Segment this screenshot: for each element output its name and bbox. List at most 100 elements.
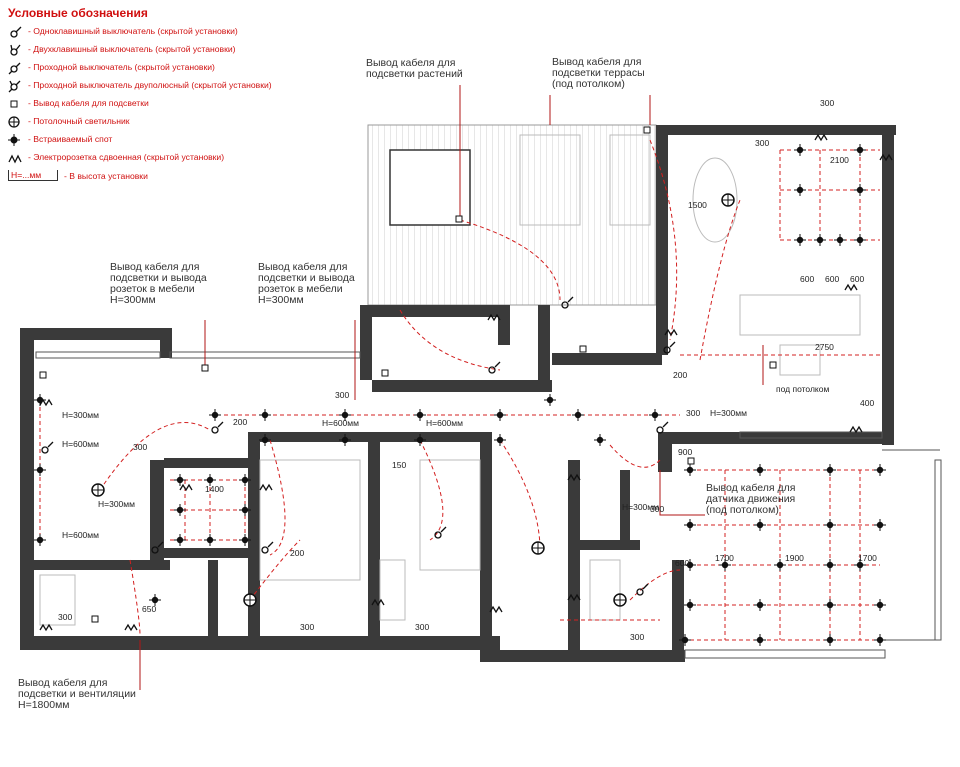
- spot-light-icon: [8, 134, 28, 146]
- legend-item-text: - Проходной выключатель двуполюсный (скр…: [28, 80, 272, 90]
- spot-light-icon: [874, 599, 886, 611]
- legend-item-text: - Одноклавишный выключатель (скрытой уст…: [28, 26, 238, 36]
- double-socket-icon: [371, 598, 385, 607]
- spot-light-icon: [824, 599, 836, 611]
- spot-light-icon: [149, 594, 161, 606]
- ceiling-light-icon: [613, 593, 627, 607]
- spot-light-icon: [34, 464, 46, 476]
- dim-label: 200: [233, 417, 247, 427]
- spot-light-icon: [719, 559, 731, 571]
- dim-label: 300: [630, 632, 644, 642]
- spot-light-icon: [572, 409, 584, 421]
- dim-label: 600: [825, 274, 839, 284]
- spot-light-icon: [874, 634, 886, 646]
- ceiling-light-icon: [243, 593, 257, 607]
- note-line: подсветки и вывода: [110, 272, 207, 284]
- legend-item: - Проходной выключатель двуполюсный (скр…: [8, 80, 278, 93]
- legend-items: - Одноклавишный выключатель (скрытой уст…: [8, 26, 278, 164]
- cable-outlet-icon: [769, 361, 777, 369]
- note-line: Вывод кабеля для: [706, 482, 796, 494]
- note-line: розеток в мебели: [258, 283, 343, 295]
- spot-light-icon: [794, 144, 806, 156]
- note-furniture-left: Вывод кабеля для подсветки и вывода розе…: [110, 262, 207, 306]
- double-socket-icon: [39, 623, 53, 632]
- spot-lights: [34, 144, 886, 646]
- spot-light-icon: [494, 434, 506, 446]
- note-line: Вывод кабеля для: [18, 677, 108, 689]
- spot-light-icon: [794, 234, 806, 246]
- single-switch-icon: [8, 26, 28, 38]
- leader-lines: [139, 85, 764, 690]
- height-tag: H=300мм: [622, 502, 659, 512]
- legend-title: Условные обозначения: [8, 6, 148, 20]
- spot-light-icon: [684, 599, 696, 611]
- pass-switch-icon: [8, 62, 28, 75]
- legend-item-text: - Встраиваемый спот: [28, 134, 113, 144]
- dim-label: 300: [58, 612, 72, 622]
- height-tag: H=300мм: [62, 410, 99, 420]
- spot-light-icon: [339, 409, 351, 421]
- cable-outlet-icon: [381, 369, 389, 377]
- dim-label: 300: [133, 442, 147, 452]
- spot-light-icon: [544, 394, 556, 406]
- spot-light-icon: [414, 409, 426, 421]
- ceiling-lights: [91, 193, 735, 607]
- spot-light-icon: [874, 519, 886, 531]
- legend-item: - Вывод кабеля для подсветки: [8, 98, 278, 110]
- double-socket-icon: [567, 473, 581, 482]
- spot-light-icon: [649, 409, 661, 421]
- dim-label: 1400: [205, 484, 224, 494]
- dim-label: 300: [686, 408, 700, 418]
- double-socket-icon: [849, 425, 863, 434]
- spot-light-icon: [174, 504, 186, 516]
- ceiling-light-icon: [8, 116, 28, 128]
- note-plants: Вывод кабеля для подсветки растений: [366, 58, 463, 80]
- height-tag: H=600мм: [322, 418, 359, 428]
- pass-switch-double-icon: [8, 80, 28, 93]
- furniture: [39, 134, 861, 626]
- ceiling-light-icon: [721, 193, 735, 207]
- dim-label: 1500: [688, 200, 707, 210]
- note-line: (под потолком): [706, 504, 779, 516]
- dim-label: 600: [675, 558, 689, 568]
- note-line: Вывод кабеля для: [366, 57, 456, 69]
- double-socket-icon: [814, 133, 828, 142]
- legend-item: - Электророзетка сдвоенная (скрытой уста…: [8, 152, 278, 164]
- double-socket-icon: [879, 153, 893, 162]
- spot-light-icon: [814, 234, 826, 246]
- spot-light-icon: [679, 634, 691, 646]
- dim-label: 300: [650, 504, 664, 514]
- height-text: - В высота установки: [64, 170, 148, 181]
- spot-light-icon: [684, 559, 696, 571]
- spot-light-icon: [239, 474, 251, 486]
- dim-label: 300: [820, 98, 834, 108]
- double-socket-icon: [259, 483, 273, 492]
- spot-light-icon: [824, 519, 836, 531]
- spot-light-icon: [824, 559, 836, 571]
- legend-item: - Потолочный светильник: [8, 116, 278, 128]
- dim-label: 600: [850, 274, 864, 284]
- double-socket-icon: [179, 483, 193, 492]
- spot-light-icon: [34, 534, 46, 546]
- spot-light-icon: [754, 519, 766, 531]
- note-line: Вывод кабеля для: [258, 261, 348, 273]
- spot-light-icon: [209, 409, 221, 421]
- dim-label: 200: [290, 548, 304, 558]
- ceiling-light-icon: [531, 541, 545, 555]
- note-terrace: Вывод кабеля для подсветки террасы (под …: [552, 57, 645, 90]
- cable-outlet-icon: [91, 615, 99, 623]
- height-tag: H=300мм: [98, 499, 135, 509]
- height-tag: H=600мм: [426, 418, 463, 428]
- spot-light-icon: [594, 434, 606, 446]
- cable-outlet-icon: [579, 345, 587, 353]
- note-line: датчика движения: [706, 493, 796, 505]
- dim-label: 300: [415, 622, 429, 632]
- double-socket-icon: [8, 152, 28, 164]
- note-line: подсветки и вывода: [258, 272, 355, 284]
- dim-label: 2100: [830, 155, 849, 165]
- spot-light-icon: [174, 534, 186, 546]
- spot-light-icon: [854, 184, 866, 196]
- dim-label: 900: [678, 447, 692, 457]
- cable-outlet-icon: [687, 457, 695, 465]
- legend-item: - Двухклавишный выключатель (скрытой уст…: [8, 44, 278, 56]
